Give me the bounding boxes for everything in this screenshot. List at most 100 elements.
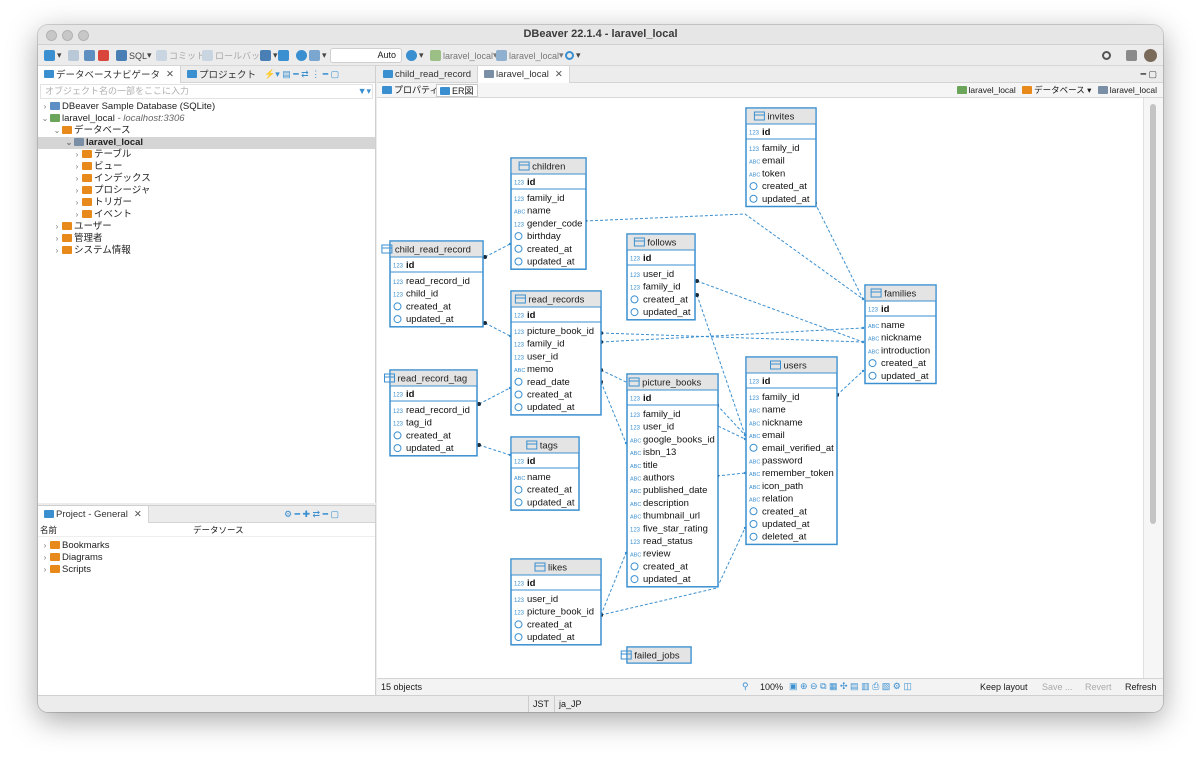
refresh-button[interactable]: Refresh [1125, 682, 1157, 692]
active-datasource-select[interactable]: laravel_local ▾ [430, 48, 498, 63]
relationship-line[interactable] [600, 552, 627, 616]
disconnect-button[interactable] [84, 48, 97, 63]
er-diagram-scrollbar[interactable] [1143, 98, 1163, 678]
close-icon[interactable]: ✕ [166, 68, 174, 80]
tree-item-system-info[interactable]: ›システム情報 [38, 245, 375, 257]
diagram-tool-icons[interactable]: ▣ ⊕ ⊖ ⧉ ▦ ✣ ▤ ▥ ⎙ ▧ ⚙ ◫ [789, 681, 912, 691]
tree-item-sample-db[interactable]: ›DBeaver Sample Database (SQLite) [38, 101, 375, 113]
zoom-level[interactable]: 100% [760, 682, 784, 692]
relationship-line[interactable] [716, 472, 746, 477]
lock-button[interactable] [278, 48, 291, 63]
tab-laravel-local[interactable]: laravel_local✕ [477, 65, 570, 83]
active-schema-select[interactable]: laravel_local ▾ [496, 48, 564, 63]
commit-button[interactable]: コミット [156, 48, 205, 63]
close-icon[interactable]: ✕ [133, 508, 142, 520]
tree-item-users[interactable]: ›ユーザー [38, 221, 375, 233]
new-connection-button[interactable]: ▾ [44, 48, 62, 63]
project-item-bookmarks[interactable]: ›Bookmarks [38, 540, 375, 552]
tab-project-general[interactable]: Project - General✕ [38, 505, 149, 523]
commit-label: コミット [169, 51, 206, 61]
minimize-window-button[interactable] [62, 30, 73, 41]
nav-toolbar-icons[interactable]: ⚡▾ ▤ ━ ⇄ ⋮ ━ ▢ [264, 69, 340, 79]
folder-icon [82, 198, 92, 206]
tree-item-indexes[interactable]: ›インデックス [38, 173, 375, 185]
sql-editor-button[interactable]: SQL▾ [116, 48, 152, 63]
transaction-icon [260, 50, 271, 61]
zoom-window-button[interactable] [78, 30, 89, 41]
perspective-button[interactable] [1126, 48, 1139, 63]
tree-item-tables[interactable]: ›テーブル [38, 149, 375, 161]
project-item-scripts[interactable]: ›Scripts [38, 564, 375, 576]
relationship-line[interactable] [716, 404, 746, 436]
save-button[interactable]: Save ... [1042, 682, 1073, 692]
string-type-icon: ABC [514, 210, 525, 216]
tab-project[interactable]: プロジェクト [181, 66, 262, 83]
relationship-line[interactable] [600, 369, 746, 440]
er-table-failed-jobs[interactable]: failed_jobs [620, 646, 692, 664]
scrollbar-thumb[interactable] [1150, 104, 1156, 524]
column-header-name[interactable]: 名前 [40, 525, 58, 535]
close-icon[interactable]: ✕ [554, 68, 563, 80]
close-window-button[interactable] [46, 30, 57, 41]
dashboard-button[interactable]: ▾ [296, 48, 327, 63]
history-button[interactable]: ▾ [406, 48, 424, 63]
project-item-diagrams[interactable]: ›Diagrams [38, 552, 375, 564]
zoom-search-icon[interactable]: ⚲ [742, 681, 749, 691]
relationship-line[interactable] [600, 381, 627, 444]
relationship-line[interactable] [484, 243, 511, 258]
tab-database-navigator[interactable]: データベースナビゲータ✕ [38, 65, 181, 83]
tree-item-laravel-local-conn[interactable]: ⌄laravel_local - localhost:3306 [38, 113, 375, 125]
relationship-line[interactable] [600, 327, 864, 343]
breadcrumb-schema[interactable]: laravel_local [1109, 85, 1157, 95]
rollback-button[interactable]: ロールバック [202, 48, 269, 63]
tab-child-read-record[interactable]: child_read_record [377, 66, 477, 83]
tree-item-triggers[interactable]: ›トリガー [38, 197, 375, 209]
connect-button[interactable] [68, 48, 81, 63]
database-navigator-panel: データベースナビゲータ✕ プロジェクト ⚡▾ ▤ ━ ⇄ ⋮ ━ ▢ オブジェク… [38, 65, 376, 503]
breadcrumb-databases[interactable]: データベース [1034, 85, 1085, 95]
global-search-button[interactable] [1102, 48, 1113, 63]
relationship-line[interactable] [484, 322, 511, 337]
tree-item-databases[interactable]: ⌄データベース [38, 125, 375, 137]
relationship-line[interactable] [584, 213, 864, 300]
keep-layout-button[interactable]: Keep layout [980, 682, 1028, 692]
tree-item-admin[interactable]: ›管理者 [38, 233, 375, 245]
breadcrumb-datasource[interactable]: laravel_local [968, 85, 1016, 95]
revert-button[interactable]: Revert [1085, 682, 1112, 692]
relationship-line[interactable] [814, 202, 864, 300]
invalidate-button[interactable] [98, 48, 111, 63]
relationship-line[interactable] [696, 280, 864, 343]
navigator-filter-input[interactable]: オブジェクト名の一部をここに入力 [40, 84, 373, 99]
relationship-line[interactable] [478, 444, 511, 456]
filter-icon[interactable]: ▼▾ [357, 86, 371, 96]
search-button[interactable]: ▾ [565, 48, 581, 63]
relationship-line[interactable] [836, 370, 864, 396]
timestamp-type-icon [514, 485, 523, 494]
transaction-mode-button[interactable]: ▾ [260, 48, 278, 63]
subtab-properties[interactable]: プロパティ [379, 84, 441, 97]
subtab-er-diagram[interactable]: ER図 [436, 84, 478, 97]
tree-item-laravel-local-db[interactable]: ⌄laravel_local [38, 137, 375, 149]
avatar[interactable] [1144, 48, 1159, 63]
tree-item-views[interactable]: ›ビュー [38, 161, 375, 173]
relationship-line[interactable] [600, 332, 864, 343]
tree-item-events[interactable]: ›イベント [38, 209, 375, 221]
relationship-line[interactable] [478, 387, 511, 405]
tree-item-procedures[interactable]: ›プロシージャ [38, 185, 375, 197]
column-header-datasource[interactable]: データソース [193, 525, 244, 535]
editor-window-controls[interactable]: ━ ▢ [1140, 69, 1157, 79]
commit-mode-select[interactable]: Auto [330, 48, 402, 63]
project-toolbar-icons[interactable]: ⚙ ━ ✚ ⇄ ━ ▢ [284, 509, 339, 519]
